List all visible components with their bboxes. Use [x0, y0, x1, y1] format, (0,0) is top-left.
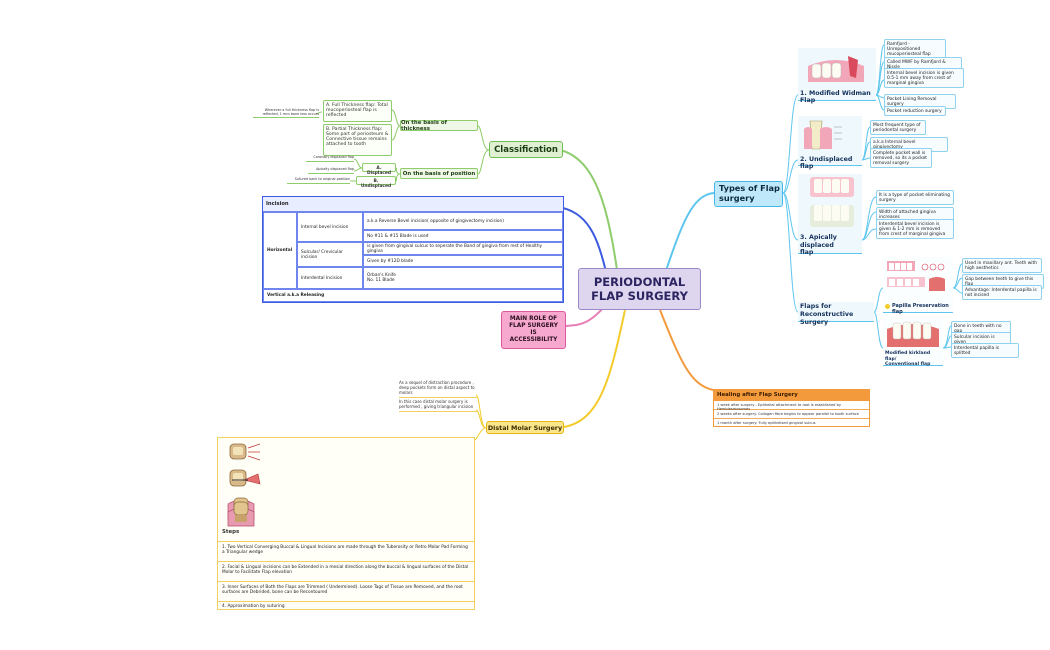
papilla-panel: Papilla Preservation flap: [883, 257, 953, 315]
incision-table: Incision Horizontal Internal bevel incis…: [262, 196, 564, 303]
interdental-detail: Orban's Knife No. 11 Blade: [363, 267, 563, 289]
molar-flap-illustration-2: [227, 501, 255, 527]
mwf-note-1: Ramfjord - Unrepositioned mucoperiosteal…: [884, 39, 946, 59]
vertical-incision: Vertical a.k.a Releasing: [263, 289, 563, 302]
link-classification: [559, 149, 621, 291]
apical-illustration: [810, 177, 854, 227]
steps-header: Steps: [222, 529, 240, 535]
undisplaced-note-1: Most frequent type of periodontal surger…: [870, 120, 926, 135]
distal-molar-node[interactable]: Distal Molar Surgery: [486, 421, 564, 434]
coronal-flap-note: Coronally displaced flap: [306, 155, 354, 162]
internal-bevel-detail-1: a.k.a Reverse Bevel incision( opposite o…: [363, 212, 563, 230]
papilla-illustration: [887, 261, 945, 291]
healing-row-3: 1 month after surgery: Fully epithelised…: [717, 421, 816, 425]
partial-thickness-note[interactable]: B. Partial Thickness flap: Some part of …: [323, 124, 392, 156]
interdental-name: Interdental Incision: [297, 267, 363, 289]
apical-flap-note: Apically displaced flap: [308, 167, 354, 174]
healing-row-2: 2 weeks after surgery. Collagen fibre be…: [714, 410, 869, 419]
sutured-note: Sutured back to original position: [287, 177, 350, 184]
main-role-node[interactable]: MAIN ROLE OF FLAP SURGERY IS ACCESSIBILI…: [501, 311, 566, 349]
internal-bevel-name: Internal bevel incision: [297, 212, 363, 242]
molar-illustration-1: [229, 443, 261, 461]
undisplaced-illustration: [804, 120, 842, 150]
step-3: 3. Inner Surfaces of Both the Flaps are …: [218, 581, 474, 601]
distal-note-2: In this case distal molar surgery is per…: [399, 399, 477, 413]
papilla-note-3: Advantage: Interdental papilla is not in…: [962, 285, 1042, 300]
full-thickness-subnote: Wherever a full thickness flap is reflec…: [253, 108, 319, 118]
papilla-title[interactable]: Papilla Preservation flap: [892, 303, 949, 315]
mwf-note-3: Internal bevel incision is given 0.5-1 m…: [884, 68, 964, 88]
apical-note-3: Interdental bevel incision is given & 1-…: [876, 219, 954, 239]
classification-node[interactable]: Classification: [489, 141, 563, 158]
apical-note-1: It is a type of pocket eliminating surge…: [876, 190, 954, 205]
kirkland-illustration: [887, 321, 939, 347]
mwf-note-5: Pocket reduction surgery: [884, 106, 946, 116]
sulcular-detail-1: is given from gingival sulcus to seperat…: [363, 242, 563, 255]
full-thickness-note[interactable]: A. Full Thickness flap: Total mucoperios…: [323, 100, 392, 122]
incision-header: Incision: [263, 197, 563, 212]
link-distal: [563, 309, 626, 428]
apical-panel: 3. Apically displaced flap: [798, 174, 862, 257]
healing-row-1: 1 week after surgery - Epithelial attach…: [714, 401, 869, 411]
reconstructive-node[interactable]: Flaps for Reconstructive Surgery: [798, 302, 874, 326]
kirkland-panel: Modified kirkland flap/ Conventional fla…: [883, 318, 943, 368]
link-healing: [659, 309, 714, 391]
sulcular-name: Sulcular/ Crevicular incision: [297, 242, 363, 267]
molar-illustration-2: [229, 469, 261, 487]
mwf-panel: 1. Modified Widman Flap: [798, 48, 876, 104]
undisplaced-title[interactable]: 2. Undisplaced flap: [800, 156, 853, 170]
papilla-note-1: Used in maxillary ant. Teeth with high a…: [962, 258, 1042, 273]
reconstructive-title: Flaps for Reconstructive Surgery: [800, 303, 854, 326]
undisplaced-note-3: Complete pocket wall is removed, so its …: [870, 148, 932, 168]
kirkland-note-3: Interdental papilla is splitted: [951, 343, 1019, 358]
healing-header[interactable]: Healing after Flap Surgery: [714, 390, 869, 401]
types-node[interactable]: Types of Flap surgery: [714, 181, 783, 207]
position-node[interactable]: On the basis of position: [400, 168, 478, 179]
thickness-node[interactable]: On the basis of thickness: [400, 120, 478, 132]
undisplaced-panel: 2. Undisplaced flap: [798, 116, 862, 170]
healing-panel: Healing after Flap Surgery 1 week after …: [713, 389, 870, 427]
sulcular-detail-2: Given by #12D blade: [363, 255, 563, 267]
apical-title[interactable]: 3. Apically displaced flap: [800, 234, 837, 257]
incision-horizontal-label: Horizontal: [263, 212, 297, 289]
step-1: 1. Two Vertical Converging Buccal & Ling…: [218, 541, 474, 561]
kirkland-title[interactable]: Modified kirkland flap/ Conventional fla…: [885, 351, 931, 368]
distal-note-1: As a sequel of distraction procedure , d…: [399, 380, 477, 398]
distal-steps-panel: Steps 1. Two Vertical Converging Buccal …: [217, 437, 475, 610]
undisplaced-node[interactable]: B. Undisplaced: [356, 176, 396, 189]
internal-bevel-detail-2: No #11 & #15 Blade is used: [363, 230, 563, 242]
displaced-node[interactable]: A. Displaced: [362, 163, 396, 176]
step-4: 4. Approximation by suturing: [218, 601, 474, 611]
mwf-illustration: [808, 56, 864, 82]
step-2: 2. Facial & Lingual incisions can be Ext…: [218, 561, 474, 581]
papilla-marker-icon: [885, 304, 890, 309]
central-topic[interactable]: PERIODONTAL FLAP SURGERY: [578, 268, 701, 310]
mwf-title[interactable]: 1. Modified Widman Flap: [800, 90, 871, 104]
